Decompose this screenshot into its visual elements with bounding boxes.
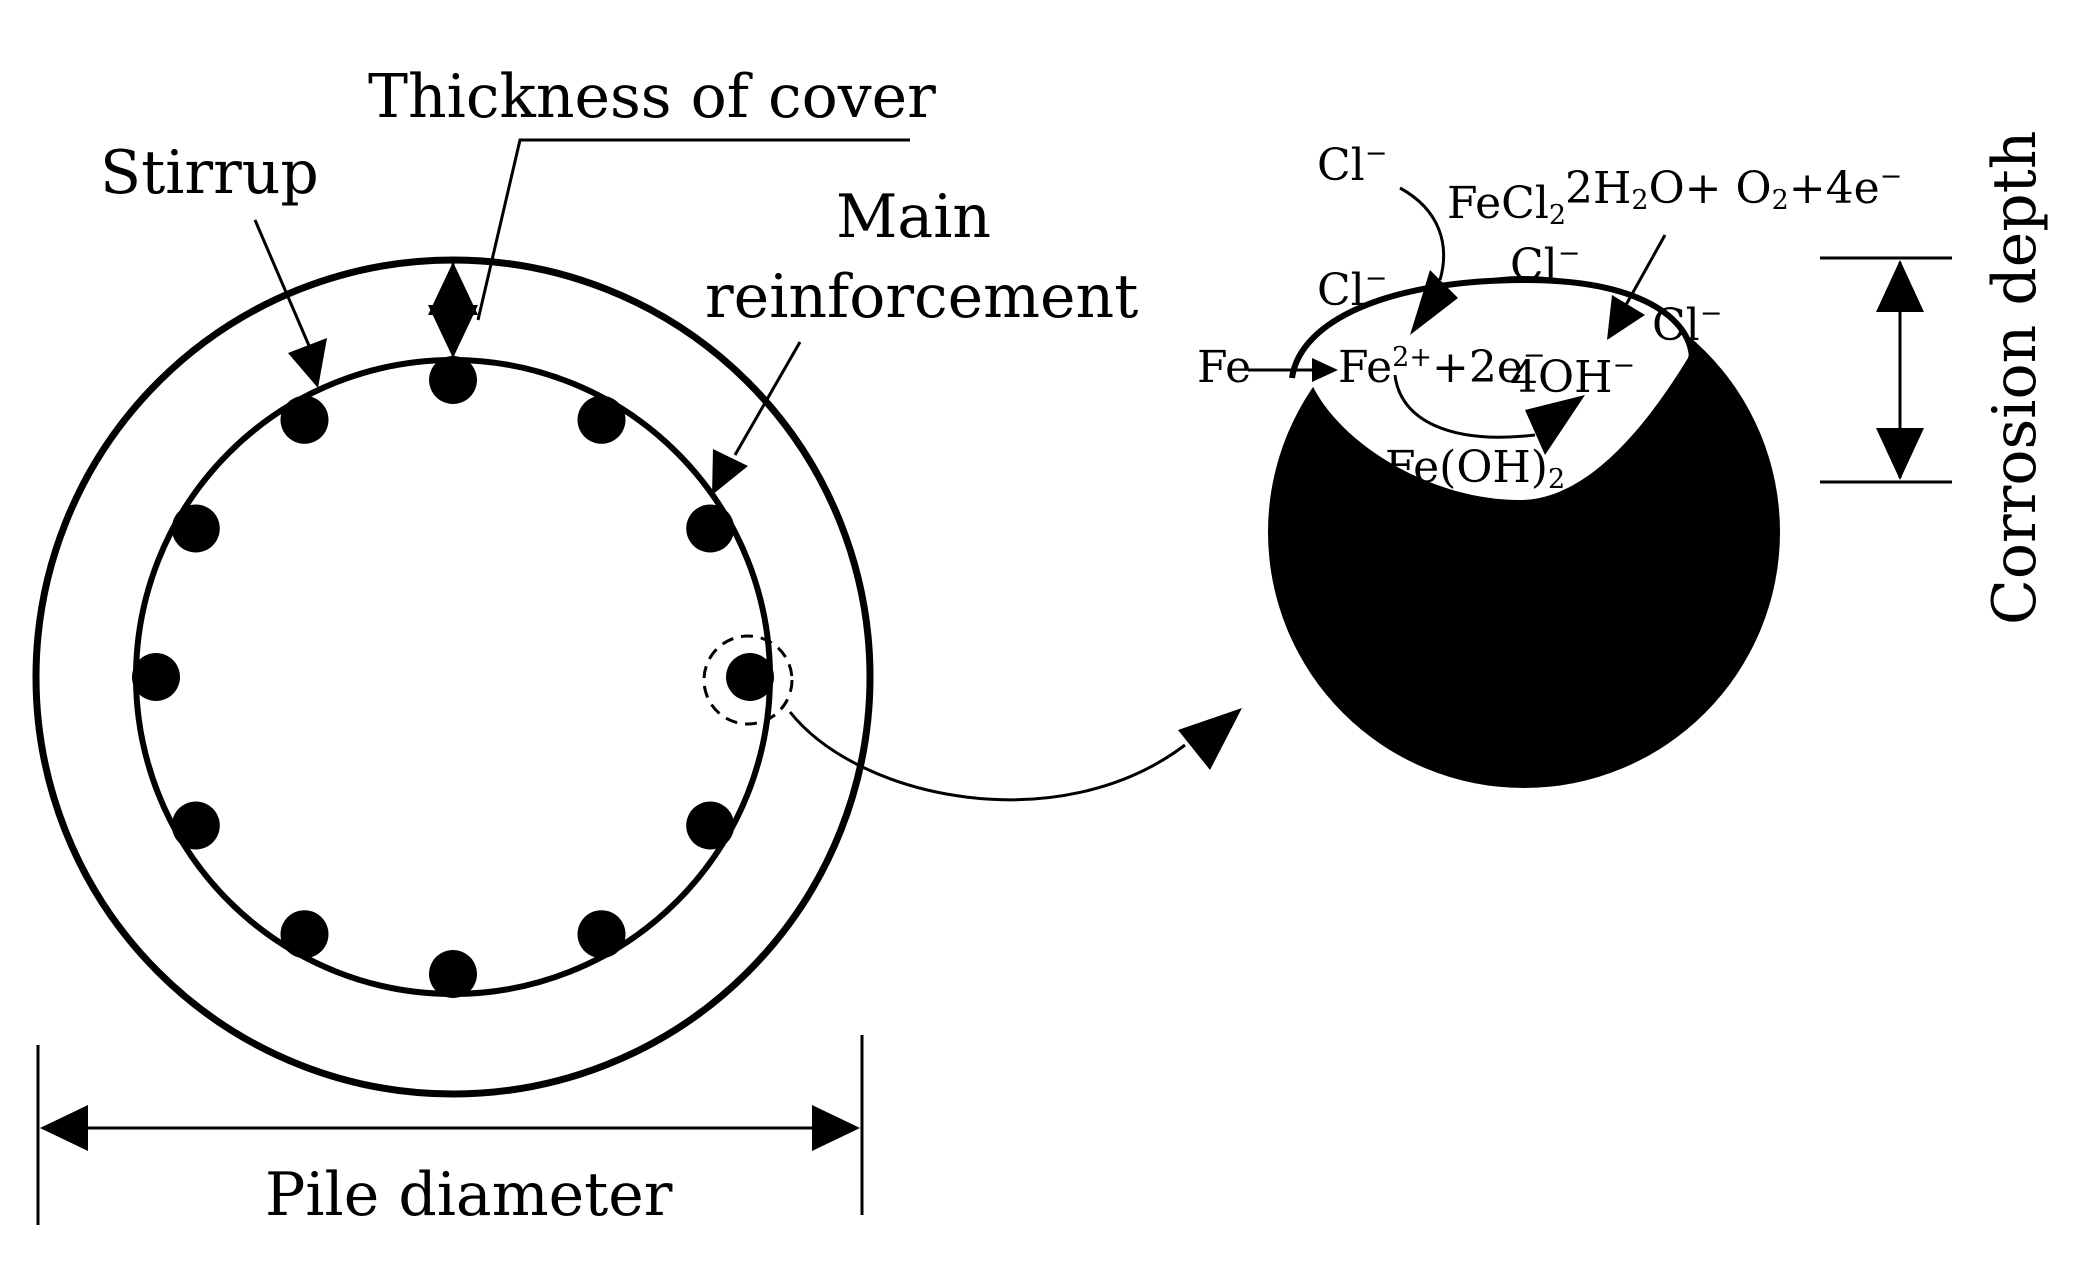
- stirrup-annotation: Stirrup: [100, 138, 327, 388]
- cl-to-pit-arrowhead: [1410, 270, 1458, 335]
- cover-arrowhead-down: [428, 305, 478, 358]
- rebar-dot: [132, 653, 180, 701]
- rebar-dot: [686, 504, 735, 553]
- fecl2-label: FeCl2: [1447, 178, 1566, 231]
- rebar-dot: [429, 356, 477, 404]
- rebar-dot: [429, 950, 477, 998]
- rebar-dot: [577, 395, 626, 444]
- cl-ion-top-label: Cl−: [1317, 138, 1387, 191]
- fe-to-ion-arrowhead: [1312, 358, 1338, 382]
- corrosion-pit: [1305, 281, 1690, 500]
- pit-edge-arc: [1289, 276, 1695, 379]
- corroded-rebar: [1268, 276, 1780, 788]
- main-reinforcement-annotation: Main reinforcement: [705, 182, 1138, 495]
- pile-cross-section: [32, 256, 874, 1098]
- stirrup-arrowhead: [288, 338, 327, 388]
- zoom-highlight-circle: [702, 634, 794, 726]
- stirrup-circle: [133, 357, 773, 997]
- rebar-dot: [686, 801, 735, 850]
- zoom-connector: [788, 708, 1242, 802]
- fe-ion-label: Fe2++2e−: [1338, 340, 1546, 393]
- oxygen-leader-line: [1620, 234, 1667, 313]
- ferrous-hydroxide-label: Fe(OH)2: [1385, 442, 1565, 495]
- pile-outer-circle: [32, 256, 874, 1098]
- thickness-of-cover-label: Thickness of cover: [368, 62, 936, 132]
- main-reinforcement-leader-line: [733, 341, 802, 456]
- rebar-dot: [726, 653, 774, 701]
- rebar-dot: [171, 801, 220, 850]
- oxygen-arrowhead: [1607, 295, 1645, 340]
- cl-ion-mid-label: Cl−: [1510, 238, 1580, 291]
- zoom-connector-curve: [788, 711, 1186, 802]
- reaction-arrows: [1248, 186, 1667, 455]
- ion-to-hydroxide-arrowhead: [1525, 395, 1585, 455]
- stirrup-leader-line: [253, 219, 315, 356]
- fe-label: Fe: [1197, 342, 1251, 393]
- rebar-dot: [280, 910, 329, 959]
- rebar-dot: [280, 395, 329, 444]
- oxygen-reaction-label: 2H2O+ O2+4e−: [1565, 161, 1902, 216]
- diameter-arrowhead-right: [812, 1105, 860, 1151]
- corrosion-depth-label: Corrosion depth: [1980, 131, 2050, 625]
- depth-arrowhead-up: [1876, 260, 1924, 312]
- pile-diameter-label: Pile diameter: [265, 1160, 673, 1230]
- main-reinforcement-bars: [132, 356, 774, 998]
- ion-to-hydroxide-curve: [1393, 374, 1536, 439]
- cover-arrowhead-up: [428, 262, 478, 315]
- cover-thickness-annotation: Thickness of cover: [368, 62, 936, 358]
- diameter-arrowhead-left: [40, 1105, 88, 1151]
- reinforcement-label: reinforcement: [705, 262, 1138, 332]
- hydroxide-label: 4OH−: [1510, 350, 1635, 403]
- rebar-dot: [171, 504, 220, 553]
- stirrup-label: Stirrup: [100, 138, 319, 208]
- depth-arrowhead-down: [1876, 428, 1924, 480]
- main-reinforcement-arrowhead: [712, 449, 748, 495]
- reaction-labels: Cl− FeCl2 2H2O+ O2+4e− Cl− Cl− Cl− Fe Fe…: [1197, 138, 1902, 495]
- corrosion-depth-dimension: Corrosion depth: [1820, 131, 2050, 625]
- main-label: Main: [836, 182, 991, 252]
- zoom-connector-arrowhead: [1178, 708, 1242, 770]
- cl-to-pit-curve: [1399, 186, 1446, 281]
- cl-ion-right-label: Cl−: [1652, 298, 1722, 351]
- cl-ion-left-label: Cl−: [1317, 263, 1387, 316]
- cover-leader-line: [476, 138, 910, 321]
- rebar-dot: [577, 910, 626, 959]
- pile-diameter-dimension: Pile diameter: [36, 1035, 864, 1230]
